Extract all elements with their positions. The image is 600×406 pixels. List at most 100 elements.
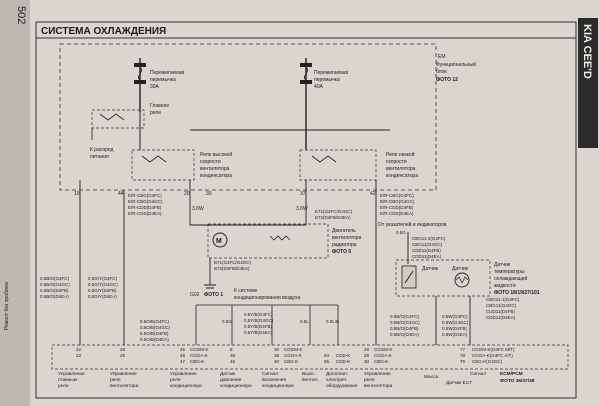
motor-l1: Двигатель [332,228,356,234]
left-wire-2: 0.5B/O(G4GC) [40,282,70,287]
center-wire-3: 0.5O/B(D4FB) [140,331,169,336]
motor-symbol [212,232,228,248]
bw-3: 0.5B/O(D4FB) [390,326,419,331]
motor-box [207,223,329,259]
ecm-l6-3: CBG-K(G4GC) [472,359,503,364]
f4-l1: Датчик [220,371,236,377]
high-relay-l2: скорости [200,159,221,165]
center-wire-2: 0.5O/B(G4GC) [140,325,170,330]
wire-30wb: 3.0W [296,206,308,212]
fuse2-link [304,66,308,81]
left-wire-3: 0.5B/O(D4FB) [40,288,69,293]
ecm-l5-1: CGGM-K [374,347,393,352]
low-relay-l3: вентилятора [386,166,416,172]
ecm-l6-1: CGGM-K(G4FC M/T) [472,347,515,352]
mid-wire-3: 0.5G/Y(D4FB) [88,288,117,293]
bw-4: 0.5B/O(D4EA) [390,332,419,337]
bw4-3: 0.5W(D4FB) [442,326,468,331]
sensor-conn-1: CBG11-1(G4FC) [486,297,520,302]
temp-l3: охлаждающей [494,275,528,282]
bw4-2: 0.5W(G4GC) [442,320,469,325]
fuse1-symbol [134,63,146,67]
power-dist-l1: К раcпред [90,147,114,153]
sensor-conn-2: CBG11(G4GC) [486,303,517,308]
motor-conn-l1: E71(G4FC/G4GC) [315,209,353,214]
side-note: Ремонт без проблем [4,282,10,330]
ecm-l4-1: CDD-K [336,353,350,358]
indicator-l1: CBG11-2(G4FC) [412,236,446,241]
f9-l1: Масса [424,374,439,380]
ecm-b-1: 28 [120,347,126,352]
pin-20: 20 [184,191,190,197]
motor-m: M [216,238,222,245]
fuse2-l2: перемычка [314,77,340,83]
main-relay-l1: Главное [150,103,169,109]
f7-l3: оборудование [326,383,358,389]
fuse1-link [138,66,142,81]
high-relay-coil [141,155,167,163]
f2-l2: реле [110,378,121,383]
temp-photo: ФОТО 18/19/27/101 [494,290,540,296]
low-relay-l1: Реле низкой [386,151,415,158]
wire-05g: 0.5G [222,319,232,324]
functional-block-outline [59,43,437,191]
left-block-1: E/R-CBG(G4FC) [128,193,162,198]
fuse2-l1: Пережигаемая [314,70,349,76]
thermistor-symbol [454,272,470,288]
binding-margin [0,0,30,406]
power-dist-l2: питания [90,154,109,160]
ecm-l3-2: CGGA-K [284,353,302,358]
ground-photo: ФОТО 1 [204,292,223,298]
ac-l1: К системе [234,288,258,294]
wire-05ls: 0.5L/B [326,319,339,324]
fb-l1: Функциональный [436,61,476,68]
ecm-a-2: 23 [76,353,82,358]
right-block-3: E/R-CDD(D4FB) [380,205,414,210]
indicator-l4: CDD11(D4EA) [412,254,442,259]
f7-l1: Дополнит. [326,371,348,377]
ecm-c-2: 46 [180,353,186,358]
thermistor-zigzag [455,276,469,284]
fb-code: ЕМ [438,54,446,60]
center-wire-4: 0.5O/B(D4EA) [140,337,169,342]
f3-l3: кондиционера [170,384,202,389]
low-relay-l4: конденсатора [386,173,418,179]
pin-10: 10 [74,191,80,197]
f4-l3: кондиционера [220,384,252,389]
high-relay-l3: вентилятора [200,166,230,172]
mid-wire-2: 0.5G/Y(G4GC) [88,282,118,287]
sensor-label: Датчик [422,266,439,272]
ecm-g-2: 95 [324,359,330,364]
low-relay-coil [311,155,337,163]
motor-l2: вентилятора [332,235,362,241]
ecm-h-3: 30 [364,359,370,364]
center2-wire-3: 0.5Y/B(D4FB) [244,324,273,329]
bw-1: 0.5B/O(G4FC) [390,314,420,319]
high-relay-box [131,149,195,181]
ecm-j-3: 79 [460,359,466,364]
right-block-4: E/R-CDD(D4EA) [380,211,414,216]
ground-code: G02 [190,292,200,298]
ecm-l1-1: CGGM-K [190,347,209,352]
ecm-l5-3: CBG-K [374,359,388,364]
f7-l2: электрич. [326,378,347,383]
ecm-b-2: 26 [120,353,126,358]
fuse1-l1: Пережигаемая [150,70,185,76]
indicator-l3: CDD11(D4FB) [412,248,441,253]
ecm-e-2: 38 [274,353,280,358]
ecm-j-2: 78 [460,353,466,358]
ecm-l3-3: CBG-K [284,359,298,364]
ecm-d-2: 38 [230,353,236,358]
high-relay-l1: Реле высокой [200,151,232,158]
f8-l2: реле [364,378,375,383]
motor-resistor [269,235,291,241]
sensor-conn-3: CUD11(D4FB) [486,309,515,314]
ecm-l1-2: CGGA-K [190,353,208,358]
ecm-connector-strip [51,344,569,370]
ecm-c-1: 45 [180,347,186,352]
right-block-2: E/R-CBG(G4GC) [380,199,415,204]
left-block-2: E/R-CBG(G4GC) [128,199,163,204]
sensor-needle [404,270,414,284]
f10-l1: Сигнал [470,371,486,377]
